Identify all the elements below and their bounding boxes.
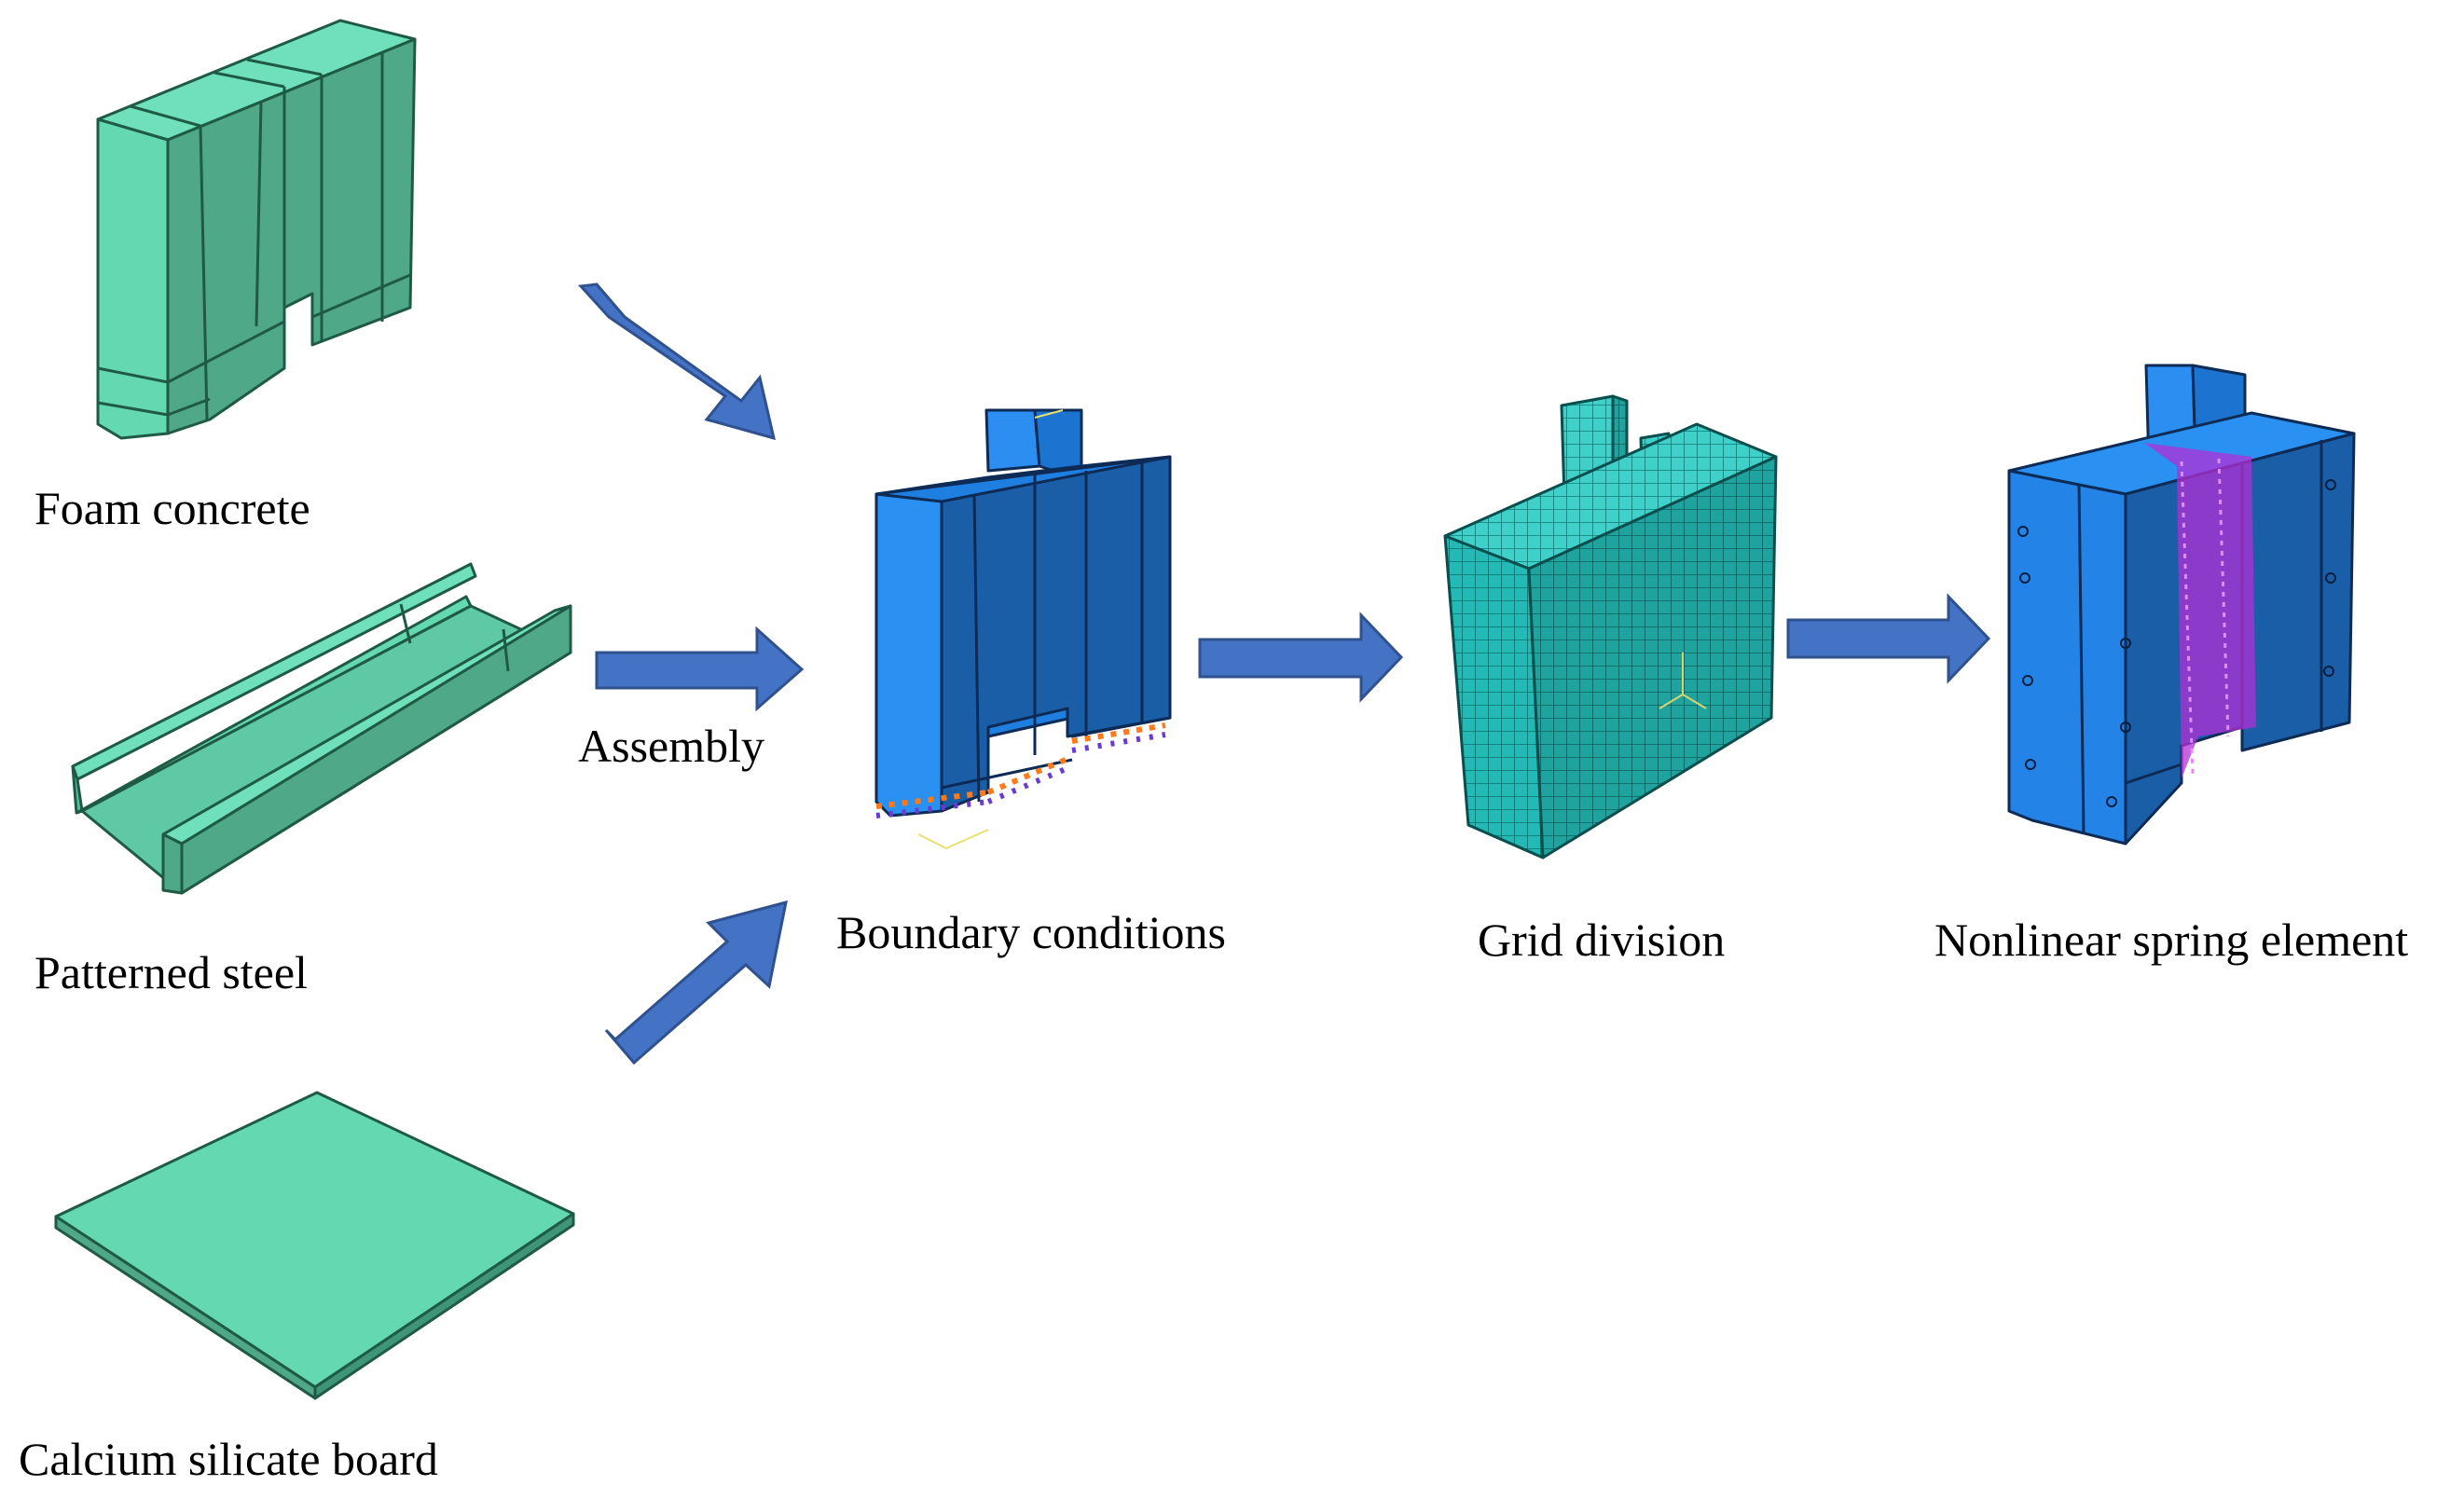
- grid-axis-marker: [1659, 653, 1707, 709]
- foam-concrete-label: Foam concrete: [34, 482, 310, 534]
- arrow-boundary-to-grid: [1198, 612, 1404, 703]
- calcium-silicate-board-model: [54, 1091, 575, 1400]
- assembly-label: Assembly: [578, 720, 764, 772]
- patterned-steel-model: [71, 562, 572, 895]
- boundary-constraint-symbols: [875, 409, 1166, 850]
- grid-division-label: Grid division: [1478, 914, 1725, 966]
- nonlinear-spring-element-label: Nonlinear spring element: [1934, 914, 2408, 966]
- boundary-conditions-label: Boundary conditions: [836, 906, 1226, 958]
- arrow-grid-to-spring: [1786, 593, 1991, 684]
- patterned-steel-label: Patterned steel: [34, 946, 308, 998]
- arrow-steel-to-assembly: [595, 626, 805, 712]
- boundary-conditions-model: [874, 408, 1172, 818]
- spring-node-markers: [2017, 479, 2336, 807]
- spring-element-band: [2144, 443, 2256, 778]
- arrow-foam-to-assembly: [577, 282, 777, 441]
- arrow-board-to-assembly: [604, 900, 788, 1066]
- foam-concrete-model: [96, 19, 417, 440]
- grid-division-model: [1443, 394, 1778, 860]
- calcium-silicate-board-label: Calcium silicate board: [19, 1433, 438, 1485]
